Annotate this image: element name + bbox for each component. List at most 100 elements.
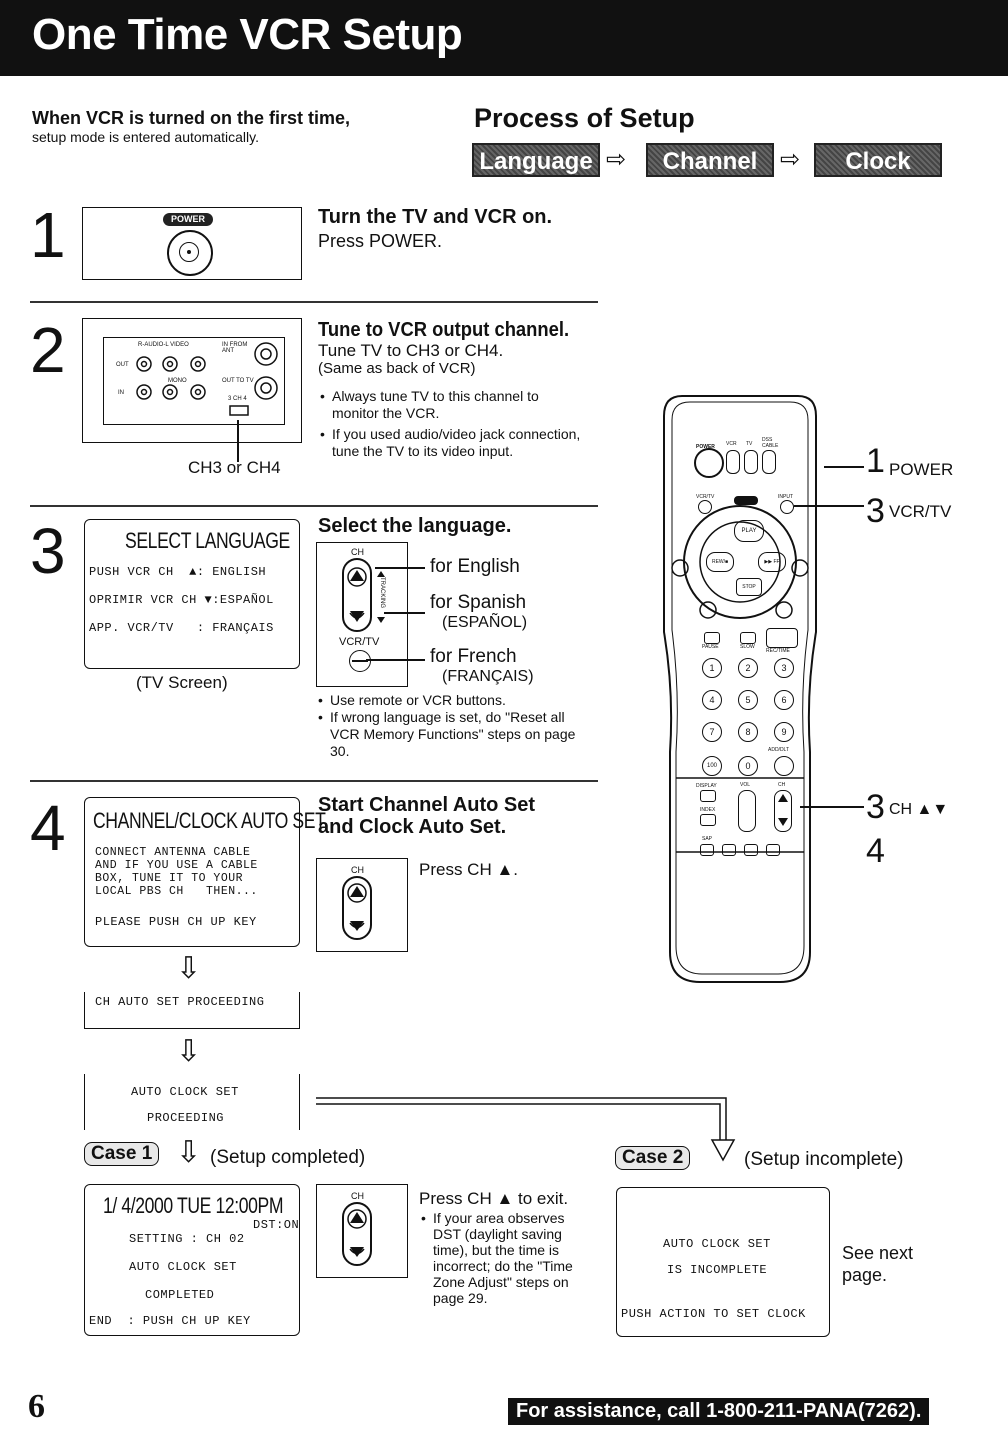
remote-label: INPUT — [778, 494, 793, 500]
digit-button[interactable]: 2 — [738, 658, 758, 678]
step4-heading-line2: and Clock Auto Set. — [318, 816, 507, 838]
play-button[interactable]: PLAY — [734, 520, 764, 542]
case1-label: Case 1 — [84, 1142, 160, 1166]
digit-button[interactable]: 6 — [774, 690, 794, 710]
digit-button[interactable]: 3 — [774, 658, 794, 678]
jack-label: R-AUDIO-L VIDEO — [138, 342, 189, 348]
callout-number: 1 — [866, 442, 885, 480]
remote-label: REC/TIME — [766, 648, 790, 654]
vcr-button[interactable] — [726, 450, 740, 474]
screen-line: IS INCOMPLETE — [667, 1263, 768, 1277]
digit-button[interactable]: 7 — [702, 722, 722, 742]
screen-line: COMPLETED — [145, 1288, 215, 1302]
screen-date: 1/ 4/2000 TUE 12:00PM — [103, 1193, 284, 1218]
digit-button[interactable]: 0 — [738, 756, 758, 776]
oval-button[interactable] — [734, 496, 758, 505]
zero-button[interactable] — [766, 844, 780, 856]
process-heading: Process of Setup — [474, 103, 695, 134]
screen-line: AUTO CLOCK SET — [129, 1260, 237, 1274]
step4-heading: Start Channel Auto Set and Clock Auto Se… — [318, 794, 535, 838]
volume-rocker[interactable] — [738, 790, 756, 832]
callout-label: VCR/TV — [889, 502, 952, 521]
ch-label: CH — [351, 865, 364, 875]
power-button-illustration: POWER — [82, 207, 302, 280]
step1-text: Turn the TV and VCR on. Press POWER. — [318, 206, 552, 252]
jack-label: IN FROM ANT — [222, 342, 248, 354]
process-step-channel: Channel — [646, 143, 774, 177]
screen-line: PUSH VCR CH ▲: ENGLISH — [89, 565, 267, 579]
remote-label: POWER — [696, 444, 715, 450]
index-button[interactable] — [700, 814, 716, 826]
screen-line: SETTING : CH 02 — [129, 1232, 245, 1246]
step-number: 1 — [30, 199, 66, 271]
stop-button[interactable]: STOP — [736, 578, 762, 596]
case2-status: (Setup incomplete) — [744, 1149, 904, 1170]
vcr-ch-button-illustration: CH — [316, 858, 408, 952]
display-button[interactable] — [700, 790, 716, 802]
power-button[interactable] — [694, 448, 724, 478]
rec-button[interactable] — [766, 628, 798, 648]
ch-label: CH — [351, 547, 364, 557]
step4-heading-line1: Start Channel Auto Set — [318, 794, 536, 816]
option-french-sub: (FRANÇAIS) — [442, 668, 534, 685]
option-english: for English — [430, 556, 520, 577]
digit-button[interactable]: 5 — [738, 690, 758, 710]
tv-screen-completed: 1/ 4/2000 TUE 12:00PM DST:ON SETTING : C… — [84, 1184, 300, 1336]
bullet-item: If you used audio/video jack connection,… — [318, 426, 608, 460]
process-step-clock: Clock — [814, 143, 942, 177]
digit-button[interactable]: 100 — [702, 756, 722, 776]
sap-button[interactable] — [700, 844, 714, 856]
remote-body — [663, 395, 817, 983]
case1-instruction: Press CH ▲ to exit. — [419, 1189, 569, 1208]
callout-number: 3 — [866, 492, 885, 530]
callout-label: CH ▲▼ — [889, 801, 949, 818]
input-button[interactable] — [780, 500, 794, 514]
screen-line: END : PUSH CH UP KEY — [89, 1314, 251, 1328]
screen-line: AUTO CLOCK SET — [663, 1237, 771, 1251]
screen-line: PLEASE PUSH CH UP KEY — [95, 915, 257, 929]
tv-button[interactable] — [744, 450, 758, 474]
screen-line: CH AUTO SET PROCEEDING — [95, 995, 265, 1009]
bullet-item: If wrong language is set, do "Reset all … — [316, 709, 592, 760]
connector-arrow — [316, 1097, 736, 1162]
case1-status: (Setup completed) — [210, 1147, 366, 1168]
clock-proceeding-screen: AUTO CLOCK SET PROCEEDING — [84, 1074, 300, 1130]
cable-button[interactable] — [762, 450, 776, 474]
slow-button[interactable] — [740, 632, 756, 644]
speed-button[interactable] — [722, 844, 736, 856]
jack-icons — [136, 342, 278, 416]
remote-label: TV — [746, 441, 753, 447]
bullet-item: If your area observes DST (daylight savi… — [419, 1210, 589, 1306]
pause-button[interactable] — [704, 632, 720, 644]
step4-instruction: Press CH ▲. — [419, 860, 519, 879]
rewind-button[interactable]: REW/■ — [706, 552, 734, 572]
title-banner: One Time VCR Setup — [0, 0, 1008, 76]
callout-line — [794, 505, 864, 507]
vcr-button-illustration: CH TRACKING VCR/TV — [316, 542, 408, 687]
assistance-bar: For assistance, call 1-800-211-PANA(7262… — [508, 1398, 930, 1425]
screen-line: APP. VCR/TV : FRANÇAIS — [89, 621, 274, 635]
callout-line — [800, 806, 864, 808]
screen-dst: DST:ON — [253, 1218, 300, 1232]
remote-label: ADD/DLT — [768, 747, 790, 753]
digit-button[interactable]: 4 — [702, 690, 722, 710]
process-step-language: Language — [472, 143, 600, 177]
counter-button[interactable] — [744, 844, 758, 856]
screen-title: CHANNEL/CLOCK AUTO SET — [93, 808, 326, 833]
remote-label: INDEX — [700, 807, 716, 813]
tv-screen-autoset: CHANNEL/CLOCK AUTO SET CONNECT ANTENNA C… — [84, 797, 326, 947]
fast-forward-button[interactable]: ▶▶ FF — [758, 552, 786, 572]
remote-label: VOL — [740, 782, 751, 788]
step-number: 2 — [30, 314, 66, 386]
digit-button[interactable]: 8 — [738, 722, 758, 742]
vcrtv-button[interactable] — [698, 500, 712, 514]
vcr-ch-button-illustration: CH — [316, 1184, 408, 1278]
bullet-item: Use remote or VCR buttons. — [316, 692, 592, 709]
digit-button[interactable]: 9 — [774, 722, 794, 742]
callout-line — [375, 567, 425, 569]
add-dlt-button[interactable] — [774, 756, 794, 776]
step2-text: Tune to VCR output channel. Tune TV to C… — [318, 319, 608, 460]
channel-rocker[interactable] — [774, 790, 792, 832]
option-spanish-sub: (ESPAÑOL) — [442, 614, 528, 631]
digit-button[interactable]: 1 — [702, 658, 722, 678]
